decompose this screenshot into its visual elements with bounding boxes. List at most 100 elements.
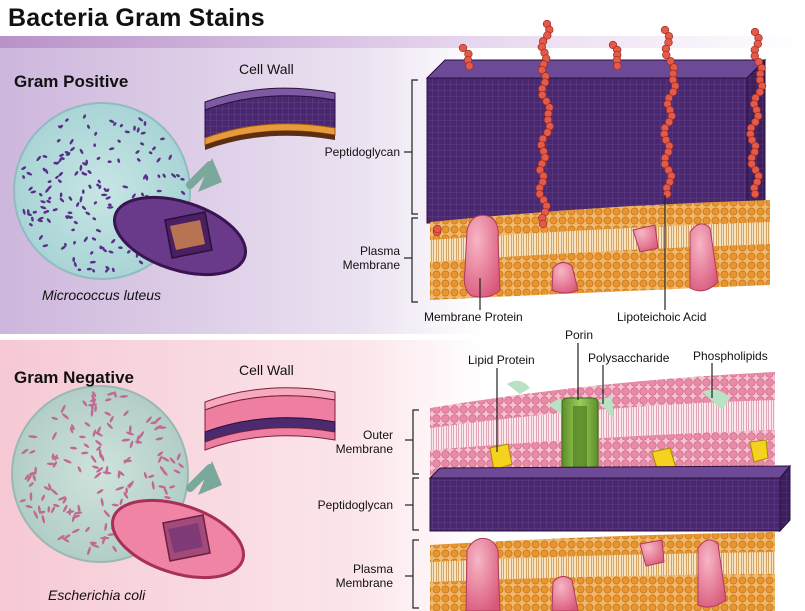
bacterium-dot	[48, 483, 52, 491]
bacterium-dot	[83, 443, 90, 448]
bacterium-dot	[92, 429, 97, 437]
bacterium-dot	[131, 193, 136, 199]
bacterium-dot	[48, 196, 52, 200]
lipoteichoic-bead	[660, 159, 670, 169]
bacterium-dot	[117, 158, 121, 163]
bacterium-dot	[29, 492, 33, 501]
bacterium-dot	[72, 514, 80, 519]
bacterium-dot	[136, 158, 141, 162]
bacterium-dot	[64, 151, 71, 155]
bacterium-dot	[22, 208, 26, 215]
gp-plasma-membrane-label: Plasma Membrane	[342, 244, 400, 272]
gn-plasma-membrane	[430, 532, 775, 611]
bacterium-dot	[37, 219, 43, 223]
bacterium-dot	[138, 431, 145, 439]
bacterium-dot	[79, 435, 86, 439]
bacterium-dot	[61, 413, 69, 420]
bacterium-dot	[104, 411, 112, 416]
bacterium-dot	[156, 189, 162, 193]
bacterium-dot	[168, 154, 172, 160]
bacterium-dot	[140, 142, 145, 146]
bacterium-dot	[171, 173, 177, 178]
lipoteichoic-bead	[535, 189, 544, 199]
bacterium-dot	[38, 234, 43, 240]
bacterium-dot	[105, 265, 110, 270]
bacterium-dot	[107, 203, 112, 207]
lipoteichoic-bead	[664, 117, 674, 127]
bacterium-dot	[127, 250, 131, 254]
bacterium-dot	[89, 260, 96, 264]
bacterium-dot	[21, 166, 27, 171]
bacterium-dot	[124, 130, 130, 134]
bacterium-dot	[92, 391, 97, 397]
gp-bracket-lines	[404, 79, 666, 310]
bacterium-dot	[135, 440, 143, 444]
bacterium-dot	[163, 486, 168, 496]
bacterium-dot	[59, 153, 64, 157]
bacterium-dot	[96, 156, 101, 160]
bacterium-dot	[140, 131, 146, 135]
bacterium-dot	[84, 422, 91, 427]
bacterium-dot	[28, 482, 34, 487]
bacterium-dot	[127, 482, 134, 487]
bacterium-dot	[40, 200, 46, 204]
bacterium-dot	[106, 188, 110, 193]
bacterium-dot	[94, 431, 103, 437]
bacterium-dot	[57, 179, 62, 183]
bacterium-dot	[28, 186, 33, 191]
lipoteichoic-bead	[747, 159, 756, 169]
bacterium-dot	[88, 403, 97, 407]
bacterium-dot	[161, 456, 170, 462]
bacterium-dot	[94, 405, 97, 412]
lipoteichoic-bead	[755, 87, 765, 97]
bacterium-dot	[51, 416, 58, 420]
bacterium-dot	[128, 425, 132, 433]
bacterium-dot	[96, 183, 100, 187]
bacterium-dot	[57, 534, 65, 541]
bacterium-dot	[180, 177, 185, 181]
page-title: Bacteria Gram Stains	[8, 4, 265, 32]
bacterium-dot	[66, 510, 75, 514]
lipoteichoic-bead	[543, 128, 552, 137]
gp-cell-wall-label: Cell Wall	[239, 61, 294, 77]
bacterium-dot	[56, 139, 61, 143]
bacterium-dot	[146, 416, 152, 423]
bacterium-dot	[101, 535, 106, 545]
bacterium-dot	[79, 196, 83, 203]
bacterium-dot	[133, 125, 136, 131]
bacterium-dot	[77, 268, 82, 272]
bacterium-dot	[64, 242, 67, 247]
bacterium-dot	[83, 236, 88, 243]
bacterium-dot	[105, 465, 109, 475]
bacterium-dot	[169, 485, 176, 489]
bacterium-dot	[79, 148, 84, 155]
bacterium-dot	[118, 246, 123, 250]
bacterium-dot	[87, 546, 91, 556]
phospholipids-label: Phospholipids	[693, 349, 768, 363]
gp-peptidoglycan-block	[425, 58, 767, 224]
bacterium-dot	[43, 486, 50, 491]
gn-membrane-proteins	[489, 380, 769, 475]
bacterium-dot	[81, 171, 85, 176]
bacterium-dot	[136, 127, 140, 133]
bacterium-dot	[46, 199, 51, 204]
bacterium-dot	[101, 193, 108, 197]
bacterium-dot	[157, 451, 164, 457]
bacterium-dot	[108, 147, 115, 151]
bacterium-dot	[93, 143, 97, 147]
bacterium-dot	[69, 138, 74, 145]
bacterium-dot	[60, 404, 66, 413]
bacterium-dot	[73, 261, 77, 267]
bacterium-dot	[123, 491, 129, 499]
bacterium-dot	[155, 416, 162, 423]
bacterium-dot	[180, 190, 186, 196]
bacterium-dot	[96, 467, 104, 473]
lipoteichoic-bead	[751, 117, 760, 127]
bacterium-dot	[76, 202, 80, 207]
bacterium-dot	[58, 496, 67, 501]
bacterium-dot	[106, 422, 113, 430]
bacterium-dot	[125, 487, 128, 494]
bacterium-dot	[68, 196, 73, 201]
gn-bacterium	[110, 461, 246, 580]
bacterium-dot	[150, 421, 158, 425]
